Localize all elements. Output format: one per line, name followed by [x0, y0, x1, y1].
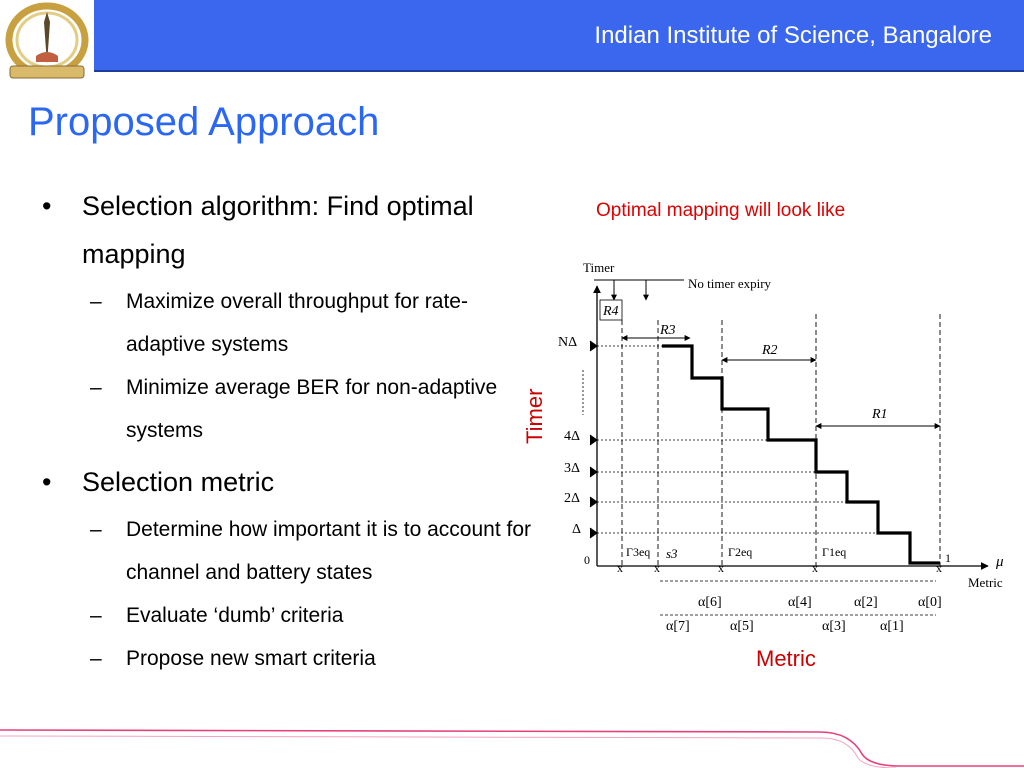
y-tick-label: 3Δ: [564, 461, 580, 476]
x-axis-symbol: μ: [995, 554, 1004, 570]
x-marker: x: [654, 561, 660, 575]
sub-bullet-item: – Determine how important it is to accoun…: [82, 508, 540, 594]
dash-marker: –: [90, 518, 102, 541]
y-tick-arrow: [589, 340, 598, 352]
x-axis-title: Metric: [968, 575, 1003, 590]
sub-bullet-text: Minimize average BER for non-adaptive sy…: [126, 376, 498, 442]
institute-name: Indian Institute of Science, Bangalore: [594, 22, 992, 49]
r2-label: R2: [761, 343, 778, 358]
y-tick-label: 4Δ: [564, 429, 580, 444]
x-marker: x: [812, 561, 818, 575]
dash-marker: –: [90, 290, 102, 313]
figure-caption: Optimal mapping will look like: [596, 200, 846, 221]
dash-marker: –: [90, 647, 102, 670]
r4-box: [599, 299, 623, 321]
threshold-label: s3: [666, 546, 678, 561]
sub-bullet-item: – Evaluate ‘dumb’ criteria: [82, 594, 540, 637]
r4-label: R4: [602, 304, 619, 319]
y-tick-arrow: [589, 434, 598, 446]
y-tick-label: NΔ: [558, 335, 577, 350]
threshold-label: Γ1eq: [822, 545, 846, 559]
sub-bullet-text: Evaluate ‘dumb’ criteria: [126, 604, 344, 627]
y-tick-arrow: [589, 527, 598, 539]
sub-bullet-text: Propose new smart criteria: [126, 647, 376, 670]
metric-axis-label: Metric: [756, 646, 816, 671]
header-bar: Indian Institute of Science, Bangalore: [0, 0, 1024, 72]
alpha-label: α[5]: [730, 619, 754, 634]
sub-bullet-item: – Maximize overall throughput for rate-ad…: [82, 280, 540, 366]
r3-label: R3: [659, 323, 676, 338]
alpha-label: α[3]: [822, 619, 846, 634]
slide-title: Proposed Approach: [28, 100, 380, 144]
alpha-label: α[2]: [854, 595, 878, 610]
footer-swoosh: [0, 729, 1024, 768]
y-tick-label: 0: [584, 553, 590, 567]
sub-bullet-item: – Minimize average BER for non-adaptive s…: [82, 366, 540, 452]
alpha-label: α[1]: [880, 619, 904, 634]
sub-bullet-text: Maximize overall throughput for rate-ada…: [126, 290, 468, 356]
step-mapping-curve: [662, 344, 940, 565]
bullet-text: Selection metric: [82, 467, 275, 497]
x-marker: x: [936, 561, 942, 575]
bullet-item: • Selection algorithm: Find optimal mapp…: [40, 182, 540, 452]
bullet-text: Selection algorithm: Find optimal mappin…: [82, 191, 474, 269]
threshold-label: Γ3eq: [626, 545, 650, 559]
x-marker: x: [718, 561, 724, 575]
bullet-list: • Selection algorithm: Find optimal mapp…: [40, 182, 540, 686]
sub-bullet-text: Determine how important it is to account…: [126, 518, 532, 584]
y-tick-arrow: [589, 466, 598, 478]
y-axis-title: Timer: [583, 260, 615, 275]
y-tick-label: 2Δ: [564, 491, 580, 506]
bullet-dot: •: [42, 191, 52, 221]
dash-marker: –: [90, 376, 102, 399]
alpha-label: α[6]: [698, 595, 722, 610]
alpha-label: α[4]: [788, 595, 812, 610]
x-end-label: 1: [945, 551, 951, 565]
alpha-label: α[0]: [918, 595, 942, 610]
sub-bullet-item: – Propose new smart criteria: [82, 637, 540, 680]
dash-marker: –: [90, 604, 102, 627]
alpha-label: α[7]: [666, 619, 690, 634]
sub-bullet-list: – Determine how important it is to accoun…: [82, 508, 540, 680]
y-tick-label: Δ: [572, 522, 581, 537]
bullet-item: • Selection metric – Determine how import…: [40, 458, 540, 680]
timer-axis-label: Timer: [522, 388, 547, 444]
bullet-dot: •: [42, 467, 52, 497]
sub-bullet-list: – Maximize overall throughput for rate-ad…: [82, 280, 540, 452]
x-marker: x: [617, 561, 623, 575]
institute-logo: [0, 0, 94, 84]
no-timer-expiry-label: No timer expiry: [688, 276, 772, 291]
mapping-diagram: Timer μ Metric NΔ 4Δ 3Δ 2Δ Δ 0 No: [558, 260, 1004, 634]
threshold-label: Γ2eq: [728, 545, 752, 559]
y-tick-arrow: [589, 496, 598, 508]
r1-label: R1: [871, 407, 888, 422]
